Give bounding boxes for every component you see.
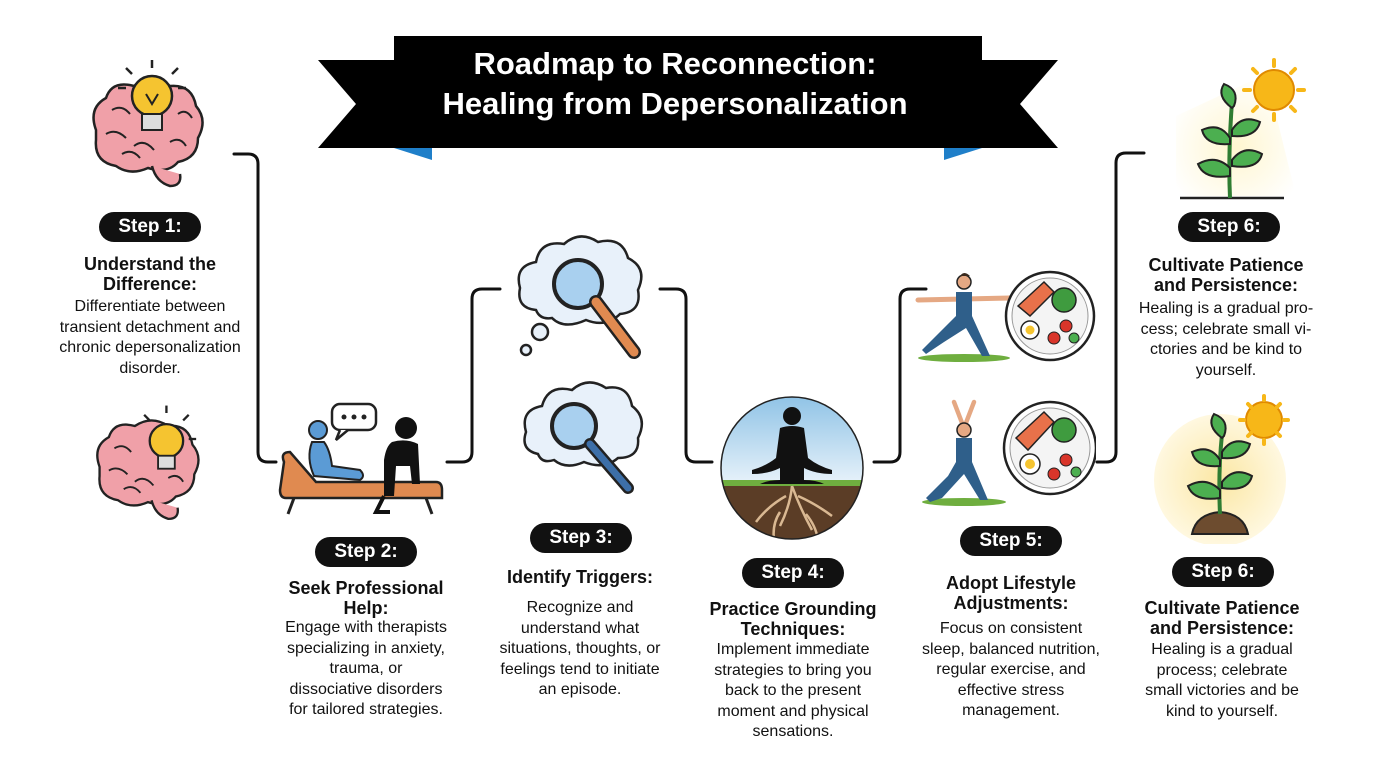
title-banner [318,36,1058,160]
step-3-body-line-5: an episode. [538,681,622,698]
page-title-line-2: Healing from Depersonalization [442,86,908,121]
step-5-title: Adopt Lifestyle Adjustments: [901,573,1121,613]
step-4-title-line-1: Practice Grounding [709,599,877,619]
step-3-title-line-1: Identify Triggers: [506,567,654,587]
step-1-body-line-3: chronic depersonalization [59,339,241,356]
step-6-title-line-1: Cultivate Patience [1144,598,1300,618]
step-2-title-line-1: Seek Professional [288,578,444,598]
step-5-body-line-3: regular exercise, and [936,661,1086,678]
connector-1-2 [232,152,278,464]
step-1-body-line-1: Differentiate between [74,298,226,315]
step-3-title: Identify Triggers: [470,567,690,587]
step-6-body-line-3: small victories and be [1145,682,1299,699]
step-1-pill: Step 1: [99,212,201,242]
step-6-top-body-line-1: Healing is a gradual pro- [1138,300,1314,317]
step-5-title-line-1: Adopt Lifestyle [945,573,1076,593]
step-6-body: Healing is a gradual process; celebrate … [1112,640,1332,722]
page-title-line-1: Roadmap to Reconnection: [473,46,877,81]
step-2-body-line-3: trauma, or [329,660,403,677]
banner-left-tail [318,60,394,148]
step-4-body-line-4: moment and physical [717,702,869,720]
banner-main [394,36,982,148]
step-4-body-line-2: strategies to bring you [714,661,872,679]
step-2-title-line-2: Help: [343,598,389,618]
step-5-body-line-1: Focus on consistent [939,620,1083,637]
step-4-body-line-1: Implement immediate [716,641,870,658]
step-2-body-line-2: specializing in anxiety, [286,639,445,657]
step-6-top-body-line-4: yourself. [1195,361,1257,379]
connector-2-3 [445,287,502,464]
step-3-body-line-2: understand what [520,619,640,637]
step-1-title-line-2: Difference: [102,274,198,294]
step-6-title-line-2: and Persistence: [1149,618,1295,638]
step-2-body: Engage with therapists specializing in a… [256,618,476,721]
step-1-body-line-2: transient detachment and [59,318,241,336]
step-5-title-line-2: Adjustments: [953,593,1069,613]
step-6-top-title-line-1: Cultivate Patience [1148,255,1304,275]
step-4-title-line-2: Techniques: [740,619,846,639]
sprout-sun-icon-lower [1154,394,1290,544]
step-6-body-line-2: process; celebrate [1156,661,1288,679]
step-4-body-line-5: sensations. [752,723,834,740]
step-6-body-line-1: Healing is a gradual [1151,641,1293,658]
step-2-body-line-4: dissociative disorders [289,680,443,698]
banner-left-fold [394,148,432,160]
step-6-top-title-line-2: and Persistence: [1153,275,1299,295]
brain-lightbulb-icon [92,60,204,188]
meditation-roots-icon [720,396,864,540]
step-6-top-body-line-2: cess; celebrate small vi- [1140,320,1312,338]
step-6-title: Cultivate Patience and Persistence: [1112,598,1332,638]
sprout-sun-icon [1176,58,1306,200]
step-6-top-title: Cultivate Patience and Persistence: [1116,255,1336,295]
step-1-title: Understand the Difference: [50,254,250,294]
magnifying-glass-cloud-icon [517,235,643,359]
brain-lightbulb-icon-lower [96,405,200,521]
yoga-nutrition-icon-lower [922,399,1096,506]
step-2-pill: Step 2: [315,537,417,567]
banner-right-tail [982,60,1058,148]
step-3-body-line-4: feelings tend to initiate [500,660,660,678]
step-1-body-line-4: disorder. [119,359,181,377]
step-4-body-line-3: back to the present [724,682,862,699]
connector-4-5 [872,287,928,464]
step-6-top-pill: Step 6: [1178,212,1280,242]
step-4-pill: Step 4: [742,558,844,588]
banner-right-fold [944,148,982,160]
magnifying-glass-cloud-icon-lower [523,381,644,494]
step-6-top-body-line-3: ctories and be kind to [1149,341,1303,358]
step-3-body-line-3: situations, thoughts, or [499,640,661,657]
connector-3-4 [658,287,714,464]
step-3-pill: Step 3: [530,523,632,553]
step-5-body: Focus on consistent sleep, balanced nutr… [891,619,1131,722]
step-3-body: Recognize and understand what situations… [470,598,690,701]
page-title: Roadmap to Reconnection: Healing from De… [398,44,952,124]
step-5-body-line-2: sleep, balanced nutrition, [922,640,1100,658]
step-2-body-line-1: Engage with therapists [285,619,447,636]
therapy-session-icon [278,402,444,515]
step-1-body: Differentiate between transient detachme… [30,297,270,379]
step-1-title-line-1: Understand the [83,254,216,274]
step-2-body-line-5: for tailored strategies. [289,701,443,718]
step-2-title: Seek Professional Help: [256,578,476,618]
step-6-body-line-4: kind to yourself. [1165,702,1279,720]
step-6-top-body: Healing is a gradual pro- cess; celebrat… [1116,299,1336,381]
step-5-body-line-4: effective stress [957,681,1065,699]
connector-5-6 [1095,151,1146,464]
step-6-pill: Step 6: [1172,557,1274,587]
yoga-nutrition-icon [915,270,1096,362]
step-5-body-line-5: management. [962,702,1060,719]
step-4-title: Practice Grounding Techniques: [683,599,903,639]
step-3-body-line-1: Recognize and [526,599,634,616]
step-5-pill: Step 5: [960,526,1062,556]
step-4-body: Implement immediate strategies to bring … [683,640,903,743]
